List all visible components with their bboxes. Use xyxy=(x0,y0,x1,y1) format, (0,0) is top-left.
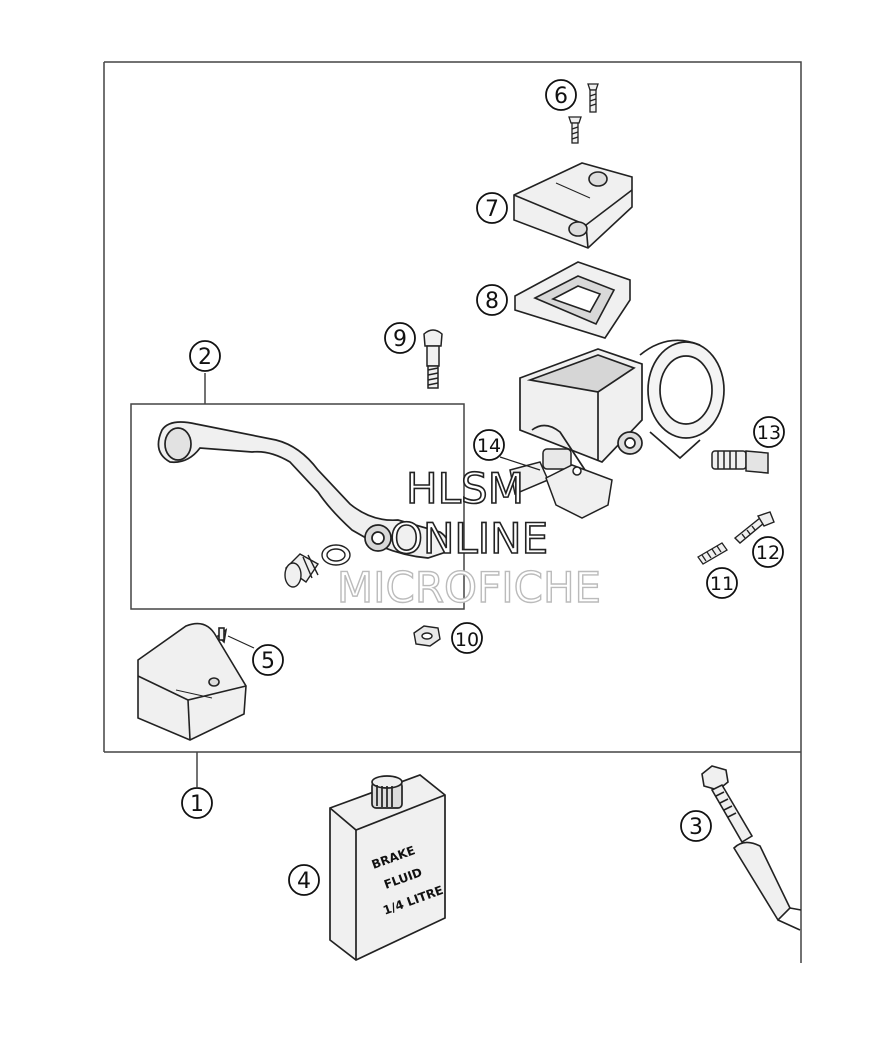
gasket-part-8[interactable] xyxy=(514,261,631,339)
svg-text:11: 11 xyxy=(710,573,734,595)
callout-13[interactable]: 13 xyxy=(753,416,785,448)
lever-part-2[interactable] xyxy=(157,421,449,559)
callout-6[interactable]: 6 xyxy=(545,79,577,111)
assembly-frame xyxy=(103,61,802,963)
watermark-line3: MICROFICHE xyxy=(337,563,601,612)
svg-text:13: 13 xyxy=(757,422,781,444)
reservoir-cover-part-7[interactable] xyxy=(513,162,633,249)
bolt-part-9[interactable] xyxy=(423,329,443,389)
svg-text:8: 8 xyxy=(485,289,499,314)
svg-text:1: 1 xyxy=(190,792,204,817)
watermark-line2: ONLINE xyxy=(390,514,548,563)
watermark-line1: HLSM xyxy=(406,464,524,513)
adjuster-screw-part-12[interactable] xyxy=(733,511,775,544)
svg-text:3: 3 xyxy=(689,815,703,840)
spring-part-11[interactable] xyxy=(697,542,728,565)
callout-3[interactable]: 3 xyxy=(680,810,712,842)
watermark: HLSM ONLINE MICROFICHE xyxy=(336,463,602,613)
callout-14[interactable]: 14 xyxy=(473,429,505,461)
lever-subframe xyxy=(130,403,465,610)
callout-2[interactable]: 2 xyxy=(189,340,221,372)
callout-10[interactable]: 10 xyxy=(451,622,483,654)
svg-text:4: 4 xyxy=(297,869,311,894)
svg-text:2: 2 xyxy=(198,345,212,370)
callout-8[interactable]: 8 xyxy=(476,284,508,316)
callout-12[interactable]: 12 xyxy=(752,536,784,568)
master-cylinder-body[interactable] xyxy=(519,339,725,471)
svg-text:5: 5 xyxy=(261,649,275,674)
svg-text:10: 10 xyxy=(455,629,479,651)
leader-5 xyxy=(227,635,255,649)
nut-part-10[interactable] xyxy=(413,625,441,647)
leader-14 xyxy=(499,456,541,471)
callout-7[interactable]: 7 xyxy=(476,192,508,224)
piston-part-14[interactable] xyxy=(509,448,613,519)
callout-1[interactable]: 1 xyxy=(181,787,213,819)
svg-text:9: 9 xyxy=(393,327,407,352)
screw-part-6[interactable] xyxy=(568,83,599,144)
svg-text:7: 7 xyxy=(485,197,499,222)
brake-hose-part-3[interactable] xyxy=(701,765,802,931)
callouts: 1 2 3 4 5 6 7 8 9 10 11 12 13 14 xyxy=(181,79,785,896)
callout-9[interactable]: 9 xyxy=(384,322,416,354)
brake-fluid-bottle-part-4[interactable] xyxy=(329,774,446,961)
svg-text:12: 12 xyxy=(756,542,780,564)
callout-11[interactable]: 11 xyxy=(706,567,738,599)
callout-4[interactable]: 4 xyxy=(288,864,320,896)
bolt-part-13[interactable] xyxy=(711,450,769,474)
svg-text:6: 6 xyxy=(554,84,568,109)
callout-5[interactable]: 5 xyxy=(252,644,284,676)
lever-pivot-parts[interactable] xyxy=(284,544,351,588)
svg-text:14: 14 xyxy=(477,435,501,457)
guard-part-5[interactable] xyxy=(137,622,247,741)
